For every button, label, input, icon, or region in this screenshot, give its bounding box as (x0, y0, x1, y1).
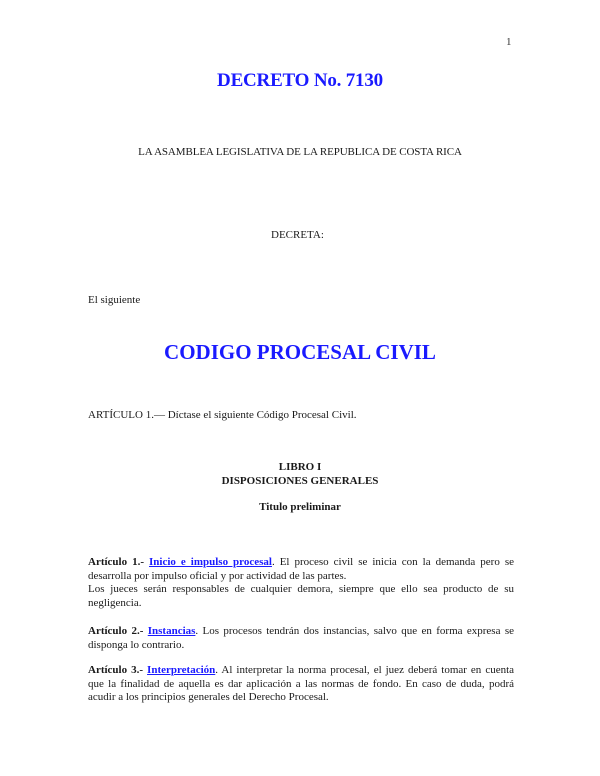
article-1-link[interactable]: Inicio e impulso procesal (149, 556, 272, 568)
article-label: Artículo 1.- (88, 556, 145, 568)
article-1: Artículo 1.- Inicio e impulso procesal. … (88, 556, 514, 610)
book-label: LIBRO I (278, 461, 322, 473)
article-text: . El proceso civil se inicia con la dema… (88, 556, 514, 582)
article-label: Artículo 3.- (88, 664, 144, 676)
book-name: DISPOSICIONES GENERALES (221, 475, 379, 487)
assembly-heading: LA ASAMBLEA LEGISLATIVA DE LA REPUBLICA … (138, 146, 462, 158)
article-3-link[interactable]: Interpretación (147, 664, 216, 676)
decreta-heading: DECRETA: (271, 229, 324, 241)
article-label: Artículo 2.- (88, 625, 144, 637)
article-text: . Los procesos tendrán dos instancias, s… (88, 625, 514, 651)
code-title: CODIGO PROCESAL CIVIL (164, 340, 436, 364)
page-number: 1 (506, 36, 512, 48)
decree-title: DECRETO No. 7130 (217, 70, 383, 91)
book-heading: LIBRO I DISPOSICIONES GENERALES (0, 460, 600, 488)
article-3: Artículo 3.- Interpretación. Al interpre… (88, 664, 514, 705)
article-text-2: Los jueces serán responsables de cualqui… (88, 583, 514, 609)
intro-text: El siguiente (88, 294, 141, 306)
article-text: . Al interpretar la norma procesal, el j… (88, 664, 515, 703)
preliminary-title: Titulo preliminar (259, 501, 341, 513)
article-intro: ARTÍCULO 1.— Díctase el siguiente Código… (88, 409, 357, 421)
article-2: Artículo 2.- Instancias. Los procesos te… (88, 625, 514, 652)
article-2-link[interactable]: Instancias (147, 625, 196, 637)
